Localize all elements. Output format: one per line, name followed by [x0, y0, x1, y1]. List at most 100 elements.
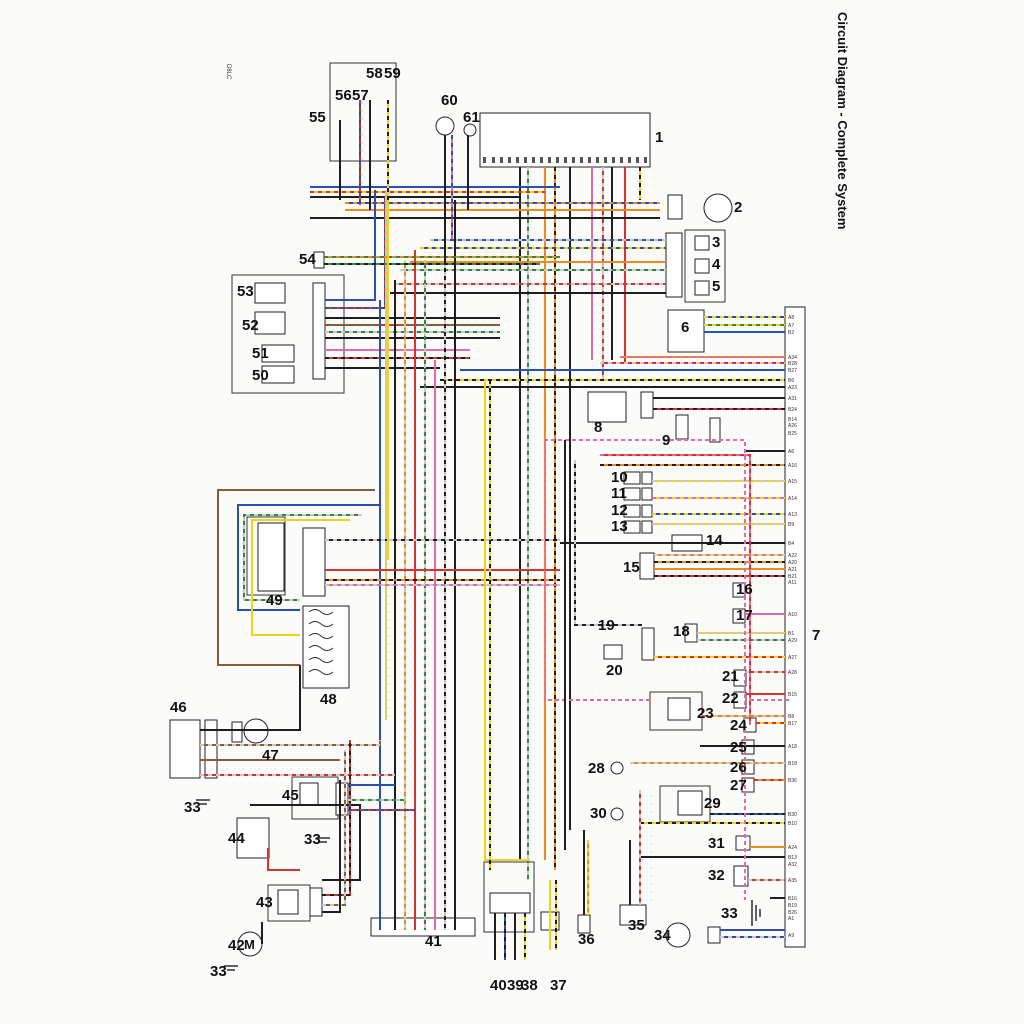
lamp-group-frame: [329, 62, 397, 162]
connector-19-box: [641, 627, 655, 661]
component-1-pin: [628, 157, 631, 163]
relay-23-box: [667, 697, 691, 721]
ecu-pin-B18: B18: [788, 761, 797, 767]
connector-2-box: [667, 194, 683, 220]
ecu-pin-A28: A28: [788, 670, 797, 676]
component-1-pin: [556, 157, 559, 163]
component-1-pin: [572, 157, 575, 163]
component-label-58: 58: [366, 65, 383, 82]
ground-symbol-3: [224, 965, 238, 971]
fuse-link: [308, 657, 334, 663]
component-label-11: 11: [611, 485, 627, 502]
relay-29-box: [677, 790, 703, 816]
connector-13-box: [641, 520, 653, 534]
connector-11-box: [641, 487, 653, 501]
component-label-56: 56: [335, 87, 352, 104]
component-label-46: 46: [170, 699, 187, 716]
switch-50-box: [261, 365, 295, 384]
connector-43-box: [309, 887, 323, 917]
wire-tracer: [574, 460, 642, 626]
fuse-link: [308, 633, 334, 639]
ecu-pin-B14: B14: [788, 417, 797, 423]
module-6-box: [667, 309, 705, 353]
ecu-pin-B4: B4: [788, 541, 794, 547]
component-label-57: 57: [352, 87, 369, 104]
connector-21-box: [733, 669, 747, 687]
connector-46-box: [204, 719, 218, 779]
component-label-19: 19: [598, 617, 615, 634]
connector-47-box: [231, 721, 243, 743]
connector-10-box: [641, 471, 653, 485]
component-label-6: 6: [681, 319, 689, 336]
ground-label-33: 33: [210, 963, 227, 980]
component-label-36: 36: [578, 931, 595, 948]
ecu-pin-B17: B17: [788, 721, 797, 727]
component-label-14: 14: [706, 532, 723, 549]
component-label-44: 44: [228, 830, 245, 847]
ecu-pin-A6: A6: [788, 449, 794, 455]
wire: [217, 489, 375, 666]
component-label-23: 23: [697, 705, 714, 722]
connector-9b-box: [709, 417, 721, 443]
ecu-pin-B26: B26: [788, 910, 797, 916]
wire-tracer: [322, 750, 346, 906]
wire: [544, 439, 746, 900]
connector-41-box: [370, 917, 476, 937]
sensor-34-icon: [665, 922, 691, 948]
component-label-20: 20: [606, 662, 623, 679]
component-label-42: 42: [228, 937, 245, 954]
ecu-pin-A29: A29: [788, 638, 797, 644]
component-label-38: 38: [521, 977, 538, 994]
ground-label-33: 33: [184, 799, 201, 816]
connector-49a-box: [257, 522, 285, 592]
ecu-pin-B36: B36: [788, 778, 797, 784]
component-label-25: 25: [730, 739, 747, 756]
component-1-pin: [620, 157, 623, 163]
component-label-55: 55: [309, 109, 326, 126]
switch-13-box: [623, 520, 641, 534]
ecu-pin-A13: A13: [788, 512, 797, 518]
component-label-16: 16: [736, 581, 753, 598]
relay-5-box: [694, 280, 710, 296]
component-label-48: 48: [320, 691, 337, 708]
component-label-34: 34: [654, 927, 671, 944]
connector-38-39-box: [489, 892, 531, 914]
component-1-pins: [483, 157, 647, 163]
switch-12-box: [623, 504, 641, 518]
ecu-pin-labels: A8A7B2A34B28B27B6A23A31B24B14A26B25A6A16…: [788, 315, 797, 939]
component-label-50: 50: [252, 367, 269, 384]
wire-tracer: [600, 454, 751, 725]
ecu-pin-A34: A34: [788, 355, 797, 361]
component-1-pin: [516, 157, 519, 163]
connector-50-53: [312, 282, 326, 380]
component-label-35: 35: [628, 917, 645, 934]
component-label-4: 4: [712, 256, 721, 273]
component-1-pin: [588, 157, 591, 163]
ecu-pin-A20: A20: [788, 560, 797, 566]
ecu-pin-A24: A24: [788, 845, 797, 851]
ecu-pin-A23: A23: [788, 385, 797, 391]
switch-46-box: [169, 719, 201, 779]
component-label-12: 12: [611, 502, 628, 519]
fuse-link: [308, 645, 334, 651]
bulb-61-icon: [463, 123, 477, 137]
switch-51-box: [261, 344, 295, 363]
wire-tracer: [200, 740, 381, 746]
connector-15-box: [639, 552, 655, 580]
component-label-17: 17: [736, 607, 753, 624]
ecu-pin-B10: B10: [788, 821, 797, 827]
component-1-pin: [604, 157, 607, 163]
component-label-18: 18: [673, 623, 690, 640]
wire: [237, 504, 380, 611]
connector-31-box: [735, 835, 751, 851]
ecu-pin-B15: B15: [788, 692, 797, 698]
fuse-link: [308, 669, 334, 675]
relay-52-box: [254, 311, 286, 335]
component-1-pin: [548, 157, 551, 163]
component-label-37: 37: [550, 977, 567, 994]
ecu-pin-B19: B19: [788, 903, 797, 909]
connector-45-box: [335, 782, 349, 816]
component-label-13: 13: [611, 518, 628, 535]
connector-54-box: [313, 251, 325, 269]
component-label-30: 30: [590, 805, 607, 822]
